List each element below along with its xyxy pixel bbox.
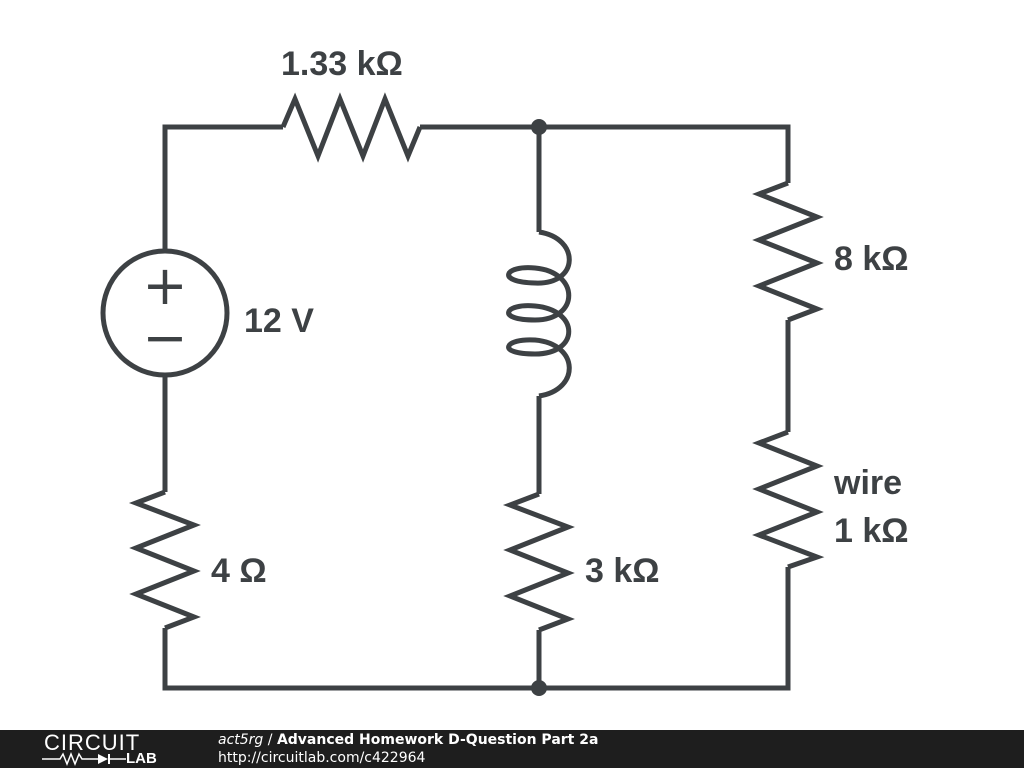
- label-r-top: 1.33 kΩ: [281, 45, 403, 83]
- label-r-left: 4 Ω: [211, 552, 267, 590]
- footer-bar: CIRCUIT LAB act5rg / Advanced Homework D…: [0, 730, 1024, 768]
- junction-dot-top: [531, 119, 547, 135]
- resistor-4-ohm: [128, 489, 201, 631]
- label-r-right-bottom-value: 1 kΩ: [834, 512, 909, 550]
- resistor-1-33k: [280, 92, 423, 163]
- logo-circuit-glyph-icon: [42, 752, 126, 766]
- circuit-url[interactable]: http://circuitlab.com/c422964: [218, 750, 426, 766]
- junction-dot-bottom: [531, 680, 547, 696]
- voltage-source: [100, 248, 230, 378]
- circuit-title[interactable]: Advanced Homework D-Question Part 2a: [276, 732, 599, 748]
- logo-bottom-text: LAB: [126, 750, 157, 767]
- label-r-right-bottom-name: wire: [833, 464, 902, 502]
- resistor-1k-wire: [752, 429, 825, 570]
- author-link[interactable]: act5rg: [218, 732, 264, 748]
- label-r-right-top: 8 kΩ: [834, 240, 909, 278]
- wire-top-middle: [420, 124, 791, 183]
- circuit-meta: act5rg / Advanced Homework D-Question Pa…: [218, 731, 598, 767]
- title-separator: /: [267, 732, 273, 748]
- source-plus-symbol: +: [142, 254, 187, 317]
- circuitlab-logo[interactable]: CIRCUIT LAB: [40, 732, 180, 766]
- label-source: 12 V: [244, 302, 314, 340]
- logo-top-text: CIRCUIT: [44, 730, 141, 755]
- resistor-8k: [752, 180, 824, 323]
- wire-top-left: [162, 124, 283, 250]
- source-minus-symbol: −: [142, 306, 187, 369]
- inductor: [506, 229, 572, 399]
- label-r-mid: 3 kΩ: [585, 552, 660, 590]
- resistor-3k: [502, 491, 575, 633]
- wire-bottom: [162, 567, 791, 691]
